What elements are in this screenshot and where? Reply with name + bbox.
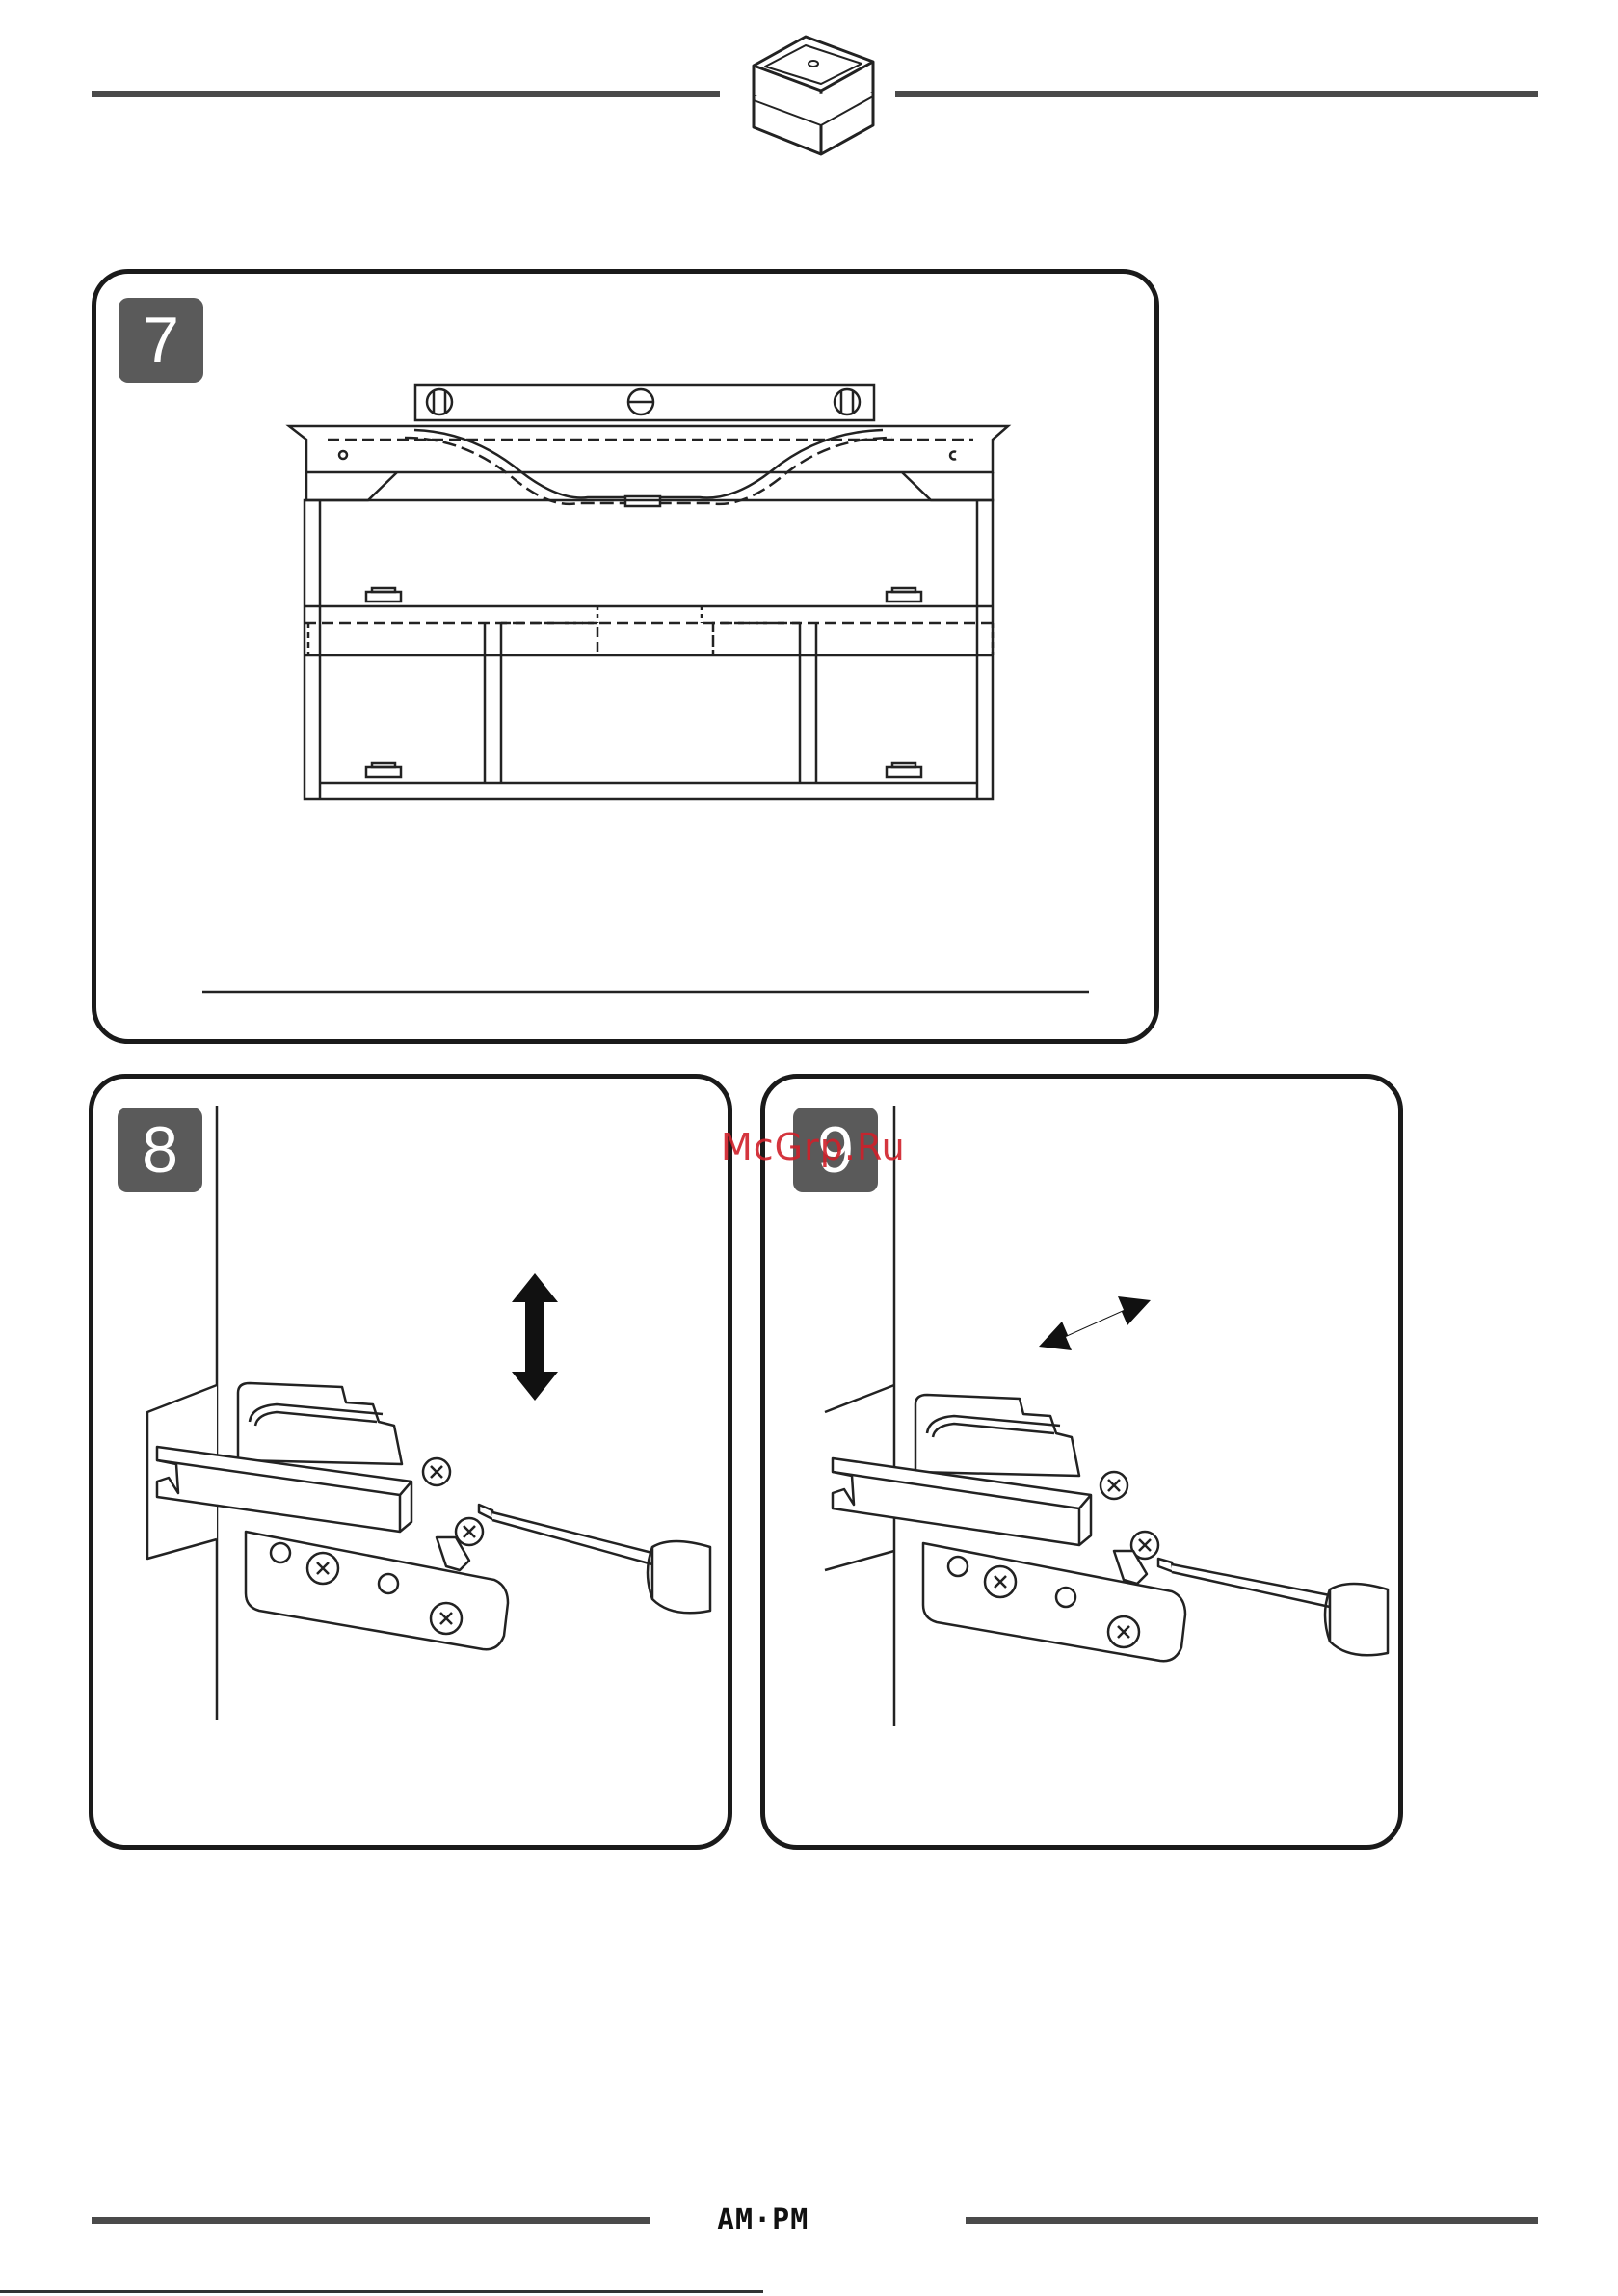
hinge-vertical-adjust-illustration (93, 1079, 728, 1845)
vertical-double-arrow (512, 1273, 558, 1401)
header-rule-right (895, 91, 1538, 97)
diagonal-double-arrow (1039, 1296, 1151, 1350)
footer-rule-right (966, 2217, 1538, 2224)
vanity-cabinet-icon (750, 33, 877, 160)
level-on-cabinet-illustration (96, 274, 1154, 1039)
step-7-panel: 7 (92, 269, 1159, 1044)
step-8-panel: 8 (89, 1074, 732, 1850)
step-9-panel: 9 (760, 1074, 1403, 1850)
watermark-text: McGrp.Ru (721, 1126, 906, 1168)
brand-logo: AM·PM (717, 2203, 809, 2237)
bottom-edge-line (0, 2290, 763, 2293)
header-rule-left (92, 91, 720, 97)
hinge-depth-adjust-illustration (765, 1079, 1398, 1845)
footer-rule-left (92, 2217, 650, 2224)
